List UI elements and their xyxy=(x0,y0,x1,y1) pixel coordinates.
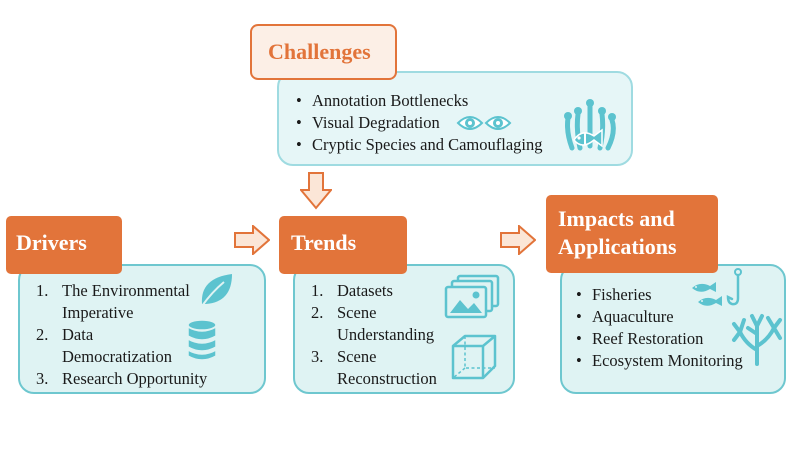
trends-title: Trends xyxy=(279,216,407,274)
fish-icon xyxy=(692,282,722,306)
leaf-icon xyxy=(201,274,232,307)
arrow-right xyxy=(234,225,270,255)
impacts-title: Impacts and Applications xyxy=(546,195,718,273)
trends-list: 1. Datasets 2. Scene Understanding 3. Sc… xyxy=(311,280,437,390)
challenge-item: Annotation Bottlenecks xyxy=(296,90,543,112)
impact-item: Ecosystem Monitoring xyxy=(576,350,743,372)
cube-icon xyxy=(451,334,497,380)
eye-icon xyxy=(484,116,512,130)
impact-item: Fisheries xyxy=(576,284,743,306)
driver-item: 1. The Environmental Imperative xyxy=(36,281,190,322)
arrow-right xyxy=(500,225,536,255)
impact-item: Aquaculture xyxy=(576,306,743,328)
database-icon xyxy=(187,319,217,361)
challenge-item: Cryptic Species and Camouflaging xyxy=(296,134,543,156)
trend-item: 3. Scene Reconstruction xyxy=(311,347,437,388)
trend-item: 2. Scene Understanding xyxy=(311,303,435,344)
challenges-list: Annotation Bottlenecks Visual Degradatio… xyxy=(296,90,543,156)
impact-item: Reef Restoration xyxy=(576,328,743,350)
challenge-item: Visual Degradation xyxy=(296,112,543,134)
anemone-fish-icon xyxy=(564,99,616,151)
driver-item: 2. Data Democratization xyxy=(36,325,172,366)
drivers-list: 1. The Environmental Imperative 2. Data … xyxy=(36,280,207,390)
eye-icon xyxy=(456,116,484,130)
driver-item: 3. Research Opportunity xyxy=(36,369,208,388)
trend-item: 1. Datasets xyxy=(311,281,393,300)
coral-icon xyxy=(732,314,782,366)
image-gallery-icon xyxy=(444,274,500,319)
arrow-down xyxy=(300,172,332,210)
fishhook-icon xyxy=(726,268,742,306)
impacts-list: Fisheries Aquaculture Reef Restoration E… xyxy=(576,284,743,372)
challenges-title: Challenges xyxy=(250,24,397,80)
drivers-title: Drivers xyxy=(6,216,122,274)
